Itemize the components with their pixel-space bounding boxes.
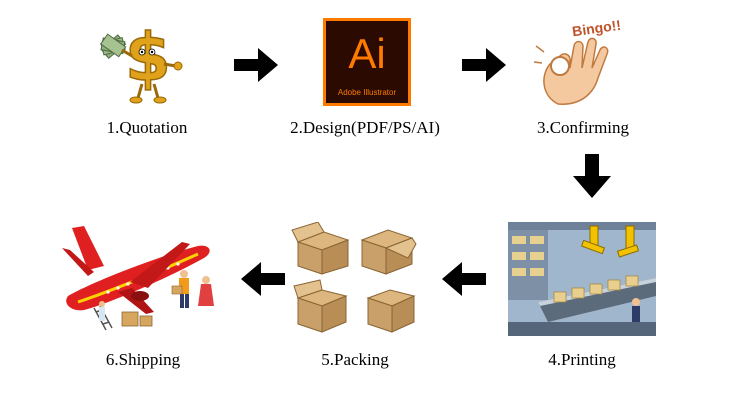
ai-logo-caption: Adobe Illustrator xyxy=(337,88,397,97)
svg-text:$: $ xyxy=(125,19,171,96)
step-confirming: Bingo!! xyxy=(530,16,640,110)
money-dollar-icon: $ xyxy=(100,18,183,104)
airplane-icon xyxy=(62,226,214,331)
arrow-down-icon xyxy=(573,154,611,198)
cardboard-boxes-icon xyxy=(291,222,417,333)
step-label-design: 2.Design(PDF/PS/AI) xyxy=(290,118,440,137)
step-packing xyxy=(290,222,420,338)
step-quotation: $ xyxy=(96,18,196,108)
ok-hand-icon xyxy=(533,37,609,105)
ai-logo-mark: Ai xyxy=(348,30,386,77)
arrow-left-icon xyxy=(442,262,486,296)
step-label-printing: 4.Printing xyxy=(548,350,616,369)
step-shipping xyxy=(48,222,222,334)
step-label-confirming: 3.Confirming xyxy=(536,118,630,137)
arrow-left-icon xyxy=(241,262,285,296)
adobe-illustrator-icon xyxy=(323,18,411,106)
arrow-right-icon xyxy=(234,48,278,82)
step-design: Ai Adobe Illustrator xyxy=(323,18,411,106)
arrow-right-icon xyxy=(462,48,506,82)
factory-line-icon xyxy=(508,222,656,336)
step-printing xyxy=(508,222,656,336)
step-label-shipping: 6.Shipping xyxy=(105,350,181,369)
step-label-packing: 5.Packing xyxy=(321,350,389,369)
step-label-quotation: 1.Quotation xyxy=(106,118,188,137)
